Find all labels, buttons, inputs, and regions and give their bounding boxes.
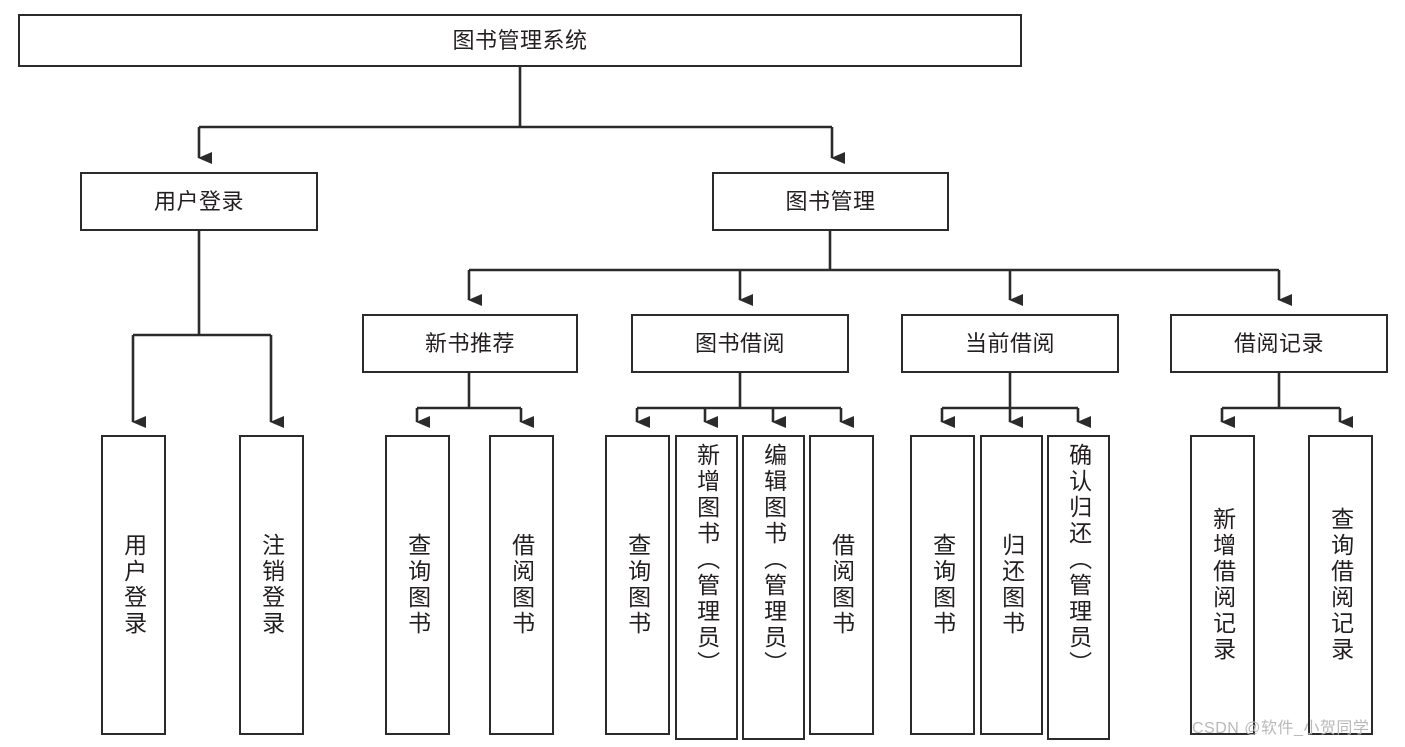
node-label: 用户登录 xyxy=(153,188,244,214)
node-label: 查询图书 xyxy=(624,533,651,637)
csdn-watermark: CSDN @软件_小贺同学 xyxy=(1192,720,1370,737)
leaf-user-login-logout[interactable]: 注销登录 xyxy=(239,435,304,735)
node-label: 归还图书 xyxy=(998,533,1025,637)
leaf-borrow-borrow-book[interactable]: 借阅图书 xyxy=(809,435,874,735)
node-root-book-management-system[interactable]: 图书管理系统 xyxy=(18,14,1022,67)
node-borrow-record[interactable]: 借阅记录 xyxy=(1170,314,1388,373)
leaf-record-add-record[interactable]: 新增借阅记录 xyxy=(1190,435,1255,735)
node-label: 借阅图书 xyxy=(508,533,535,637)
node-user-login[interactable]: 用户登录 xyxy=(80,172,318,231)
node-label: 新书推荐 xyxy=(424,330,515,356)
leaf-current-return-book[interactable]: 归还图书 xyxy=(980,435,1043,735)
node-label: 用户登录 xyxy=(120,533,147,637)
node-label: 查询借阅记录 xyxy=(1327,507,1354,663)
node-label: 编辑图书（管理员） xyxy=(760,443,787,677)
node-label: 图书管理系统 xyxy=(452,27,588,53)
leaf-current-confirm-return-admin[interactable]: 确认归还（管理员） xyxy=(1047,435,1110,740)
node-label: 确认归还（管理员） xyxy=(1065,443,1092,677)
node-label: 新增图书（管理员） xyxy=(693,443,720,677)
node-label: 图书借阅 xyxy=(694,330,785,356)
leaf-record-query-record[interactable]: 查询借阅记录 xyxy=(1308,435,1373,735)
node-label: 当前借阅 xyxy=(964,330,1055,356)
node-label: 借阅图书 xyxy=(828,533,855,637)
node-book-borrow[interactable]: 图书借阅 xyxy=(631,314,849,373)
leaf-borrow-edit-book-admin[interactable]: 编辑图书（管理员） xyxy=(742,435,805,740)
leaf-current-query-book[interactable]: 查询图书 xyxy=(910,435,975,735)
node-book-management[interactable]: 图书管理 xyxy=(712,172,949,231)
node-label: 借阅记录 xyxy=(1233,330,1324,356)
node-label: 注销登录 xyxy=(258,533,285,637)
node-label: 查询图书 xyxy=(929,533,956,637)
node-new-book-recommend[interactable]: 新书推荐 xyxy=(362,314,578,373)
node-current-borrow[interactable]: 当前借阅 xyxy=(901,314,1119,373)
leaf-new-book-query[interactable]: 查询图书 xyxy=(385,435,450,735)
leaf-borrow-query-book[interactable]: 查询图书 xyxy=(605,435,670,735)
leaf-new-book-borrow[interactable]: 借阅图书 xyxy=(489,435,554,735)
leaf-user-login-login[interactable]: 用户登录 xyxy=(101,435,166,735)
node-label: 新增借阅记录 xyxy=(1209,507,1236,663)
node-label: 图书管理 xyxy=(785,188,876,214)
leaf-borrow-add-book-admin[interactable]: 新增图书（管理员） xyxy=(675,435,738,740)
node-label: 查询图书 xyxy=(404,533,431,637)
